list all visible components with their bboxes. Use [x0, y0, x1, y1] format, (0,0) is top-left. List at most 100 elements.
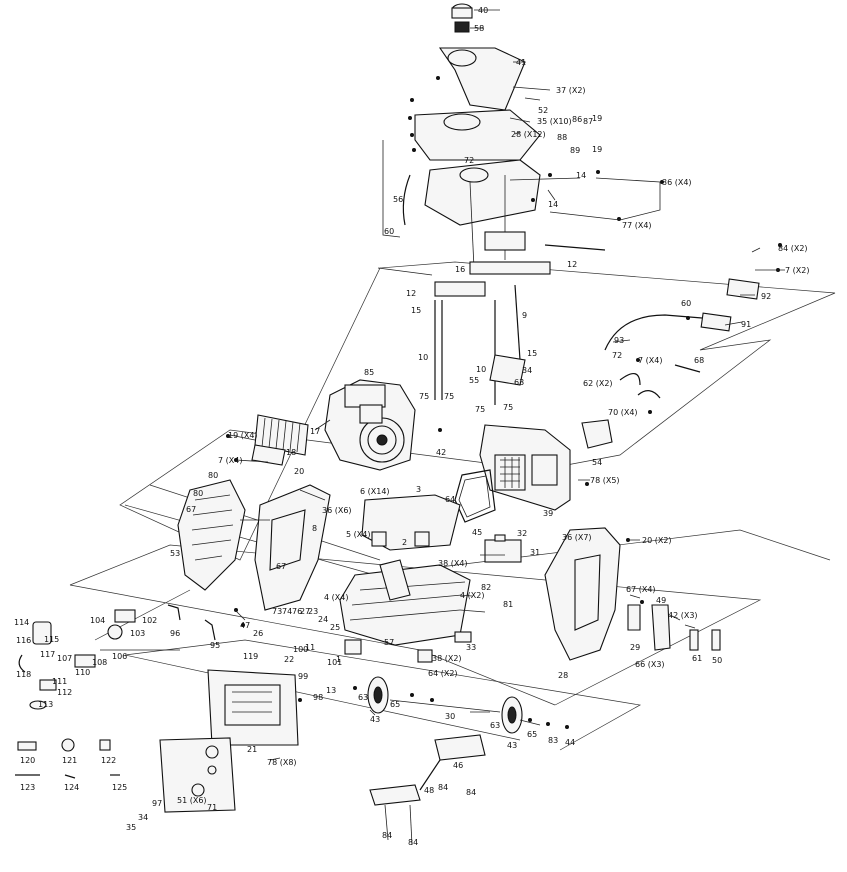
leader-lines — [100, 86, 785, 761]
label-53: 53 — [170, 549, 180, 558]
label-3: 3 — [416, 485, 421, 494]
air-filter — [251, 414, 309, 466]
handle — [369, 734, 486, 846]
label-72b: 72 — [612, 351, 622, 360]
label-42: 42 — [436, 448, 446, 457]
label-89: 89 — [570, 146, 580, 155]
label-123: 123 — [20, 783, 35, 792]
gasket — [454, 469, 496, 523]
label-43b: 43 — [507, 741, 517, 750]
label-5x4: 5 (X4) — [346, 530, 370, 539]
label-103: 103 — [130, 629, 145, 638]
label-52: 52 — [538, 106, 548, 115]
label-75a: 75 — [419, 392, 429, 401]
label-64: 64 — [445, 495, 455, 504]
label-75d: 75 — [503, 403, 513, 412]
label-104: 104 — [90, 616, 105, 625]
label-10a: 10 — [418, 353, 428, 362]
label-41: 41 — [516, 58, 526, 67]
label-87: 87 — [583, 117, 593, 126]
label-84b: 84 — [466, 788, 476, 797]
label-67a: 67 — [186, 505, 196, 514]
label-108: 108 — [92, 658, 107, 667]
label-93: 93 — [614, 336, 624, 345]
label-19x4: 19 (X4) — [228, 431, 258, 440]
label-49: 49 — [656, 596, 666, 605]
fuel-tank — [402, 159, 541, 269]
label-75c: 75 — [475, 405, 485, 414]
label-40: 40 — [478, 6, 488, 15]
label-10b: 10 — [476, 365, 486, 374]
label-20a: 20 — [294, 467, 304, 476]
label-70x4: 70 (X4) — [608, 408, 638, 417]
right-shell — [544, 527, 721, 661]
label-67b: 67 — [276, 562, 286, 571]
label-4x4: 4 (X4) — [324, 593, 348, 602]
wheels — [367, 676, 523, 734]
front-panel — [159, 669, 299, 813]
label-124: 124 — [64, 783, 79, 792]
label-25: 25 — [330, 623, 340, 632]
label-12a: 12 — [567, 260, 577, 269]
label-77x4: 77 (X4) — [622, 221, 652, 230]
label-38x4: 38 (X4) — [438, 559, 468, 568]
label-7x4b: 7 (X4) — [218, 456, 242, 465]
label-86: 86 — [572, 115, 582, 124]
label-21: 21 — [247, 745, 257, 754]
label-35: 35 — [126, 823, 136, 832]
label-15b: 15 — [527, 349, 537, 358]
label-118: 118 — [16, 670, 31, 679]
engine-block — [314, 379, 416, 471]
label-14a: 14 — [576, 171, 586, 180]
label-32: 32 — [517, 529, 527, 538]
label-71: 71 — [207, 803, 217, 812]
label-62x2: 62 (X2) — [583, 379, 613, 388]
label-64x2: 64 (X2) — [428, 669, 458, 678]
label-30: 30 — [445, 712, 455, 721]
label-2: 2 — [402, 538, 407, 547]
label-45: 45 — [472, 528, 482, 537]
label-114: 114 — [14, 618, 29, 627]
label-44: 44 — [565, 738, 575, 747]
bolts — [226, 76, 782, 729]
label-106: 106 — [112, 652, 127, 661]
label-22: 22 — [284, 655, 294, 664]
label-107: 107 — [57, 654, 72, 663]
label-68: 68 — [694, 356, 704, 365]
label-36x6: 36 (X6) — [322, 506, 352, 515]
label-1: 1 — [336, 655, 341, 664]
label-38x2: 38 (X2) — [432, 654, 462, 663]
label-97: 97 — [152, 799, 162, 808]
label-72a: 72 — [464, 156, 474, 165]
label-24: 24 — [318, 615, 328, 624]
part-labels: 40 58 41 37 (X2) 52 35 (X10) 28 (X12) 86… — [14, 6, 809, 847]
label-61: 61 — [692, 654, 702, 663]
label-121: 121 — [62, 756, 77, 765]
label-47: 47 — [240, 621, 250, 630]
label-13: 13 — [326, 686, 336, 695]
label-84d: 84 — [408, 838, 418, 847]
label-113: 113 — [38, 700, 53, 709]
label-57: 57 — [384, 638, 394, 647]
label-81: 81 — [503, 600, 513, 609]
label-88: 88 — [557, 133, 567, 142]
label-34: 34 — [522, 366, 532, 375]
label-4x2: 4 (X2) — [460, 591, 484, 600]
label-56: 56 — [393, 195, 403, 204]
label-60a: 60 — [384, 227, 394, 236]
label-39: 39 — [543, 509, 553, 518]
label-36x4a: 36 (X4) — [662, 178, 692, 187]
label-100: 100 — [293, 645, 308, 654]
label-99: 99 — [298, 672, 308, 681]
label-66x3: 66 (X3) — [635, 660, 665, 669]
label-92: 92 — [761, 292, 771, 301]
label-34b: 34 — [138, 813, 148, 822]
label-18: 18 — [286, 448, 296, 457]
label-9: 9 — [522, 311, 527, 320]
label-63b: 63 — [358, 693, 368, 702]
label-19a: 19 — [592, 114, 602, 123]
label-16: 16 — [455, 265, 465, 274]
label-12b: 12 — [406, 289, 416, 298]
